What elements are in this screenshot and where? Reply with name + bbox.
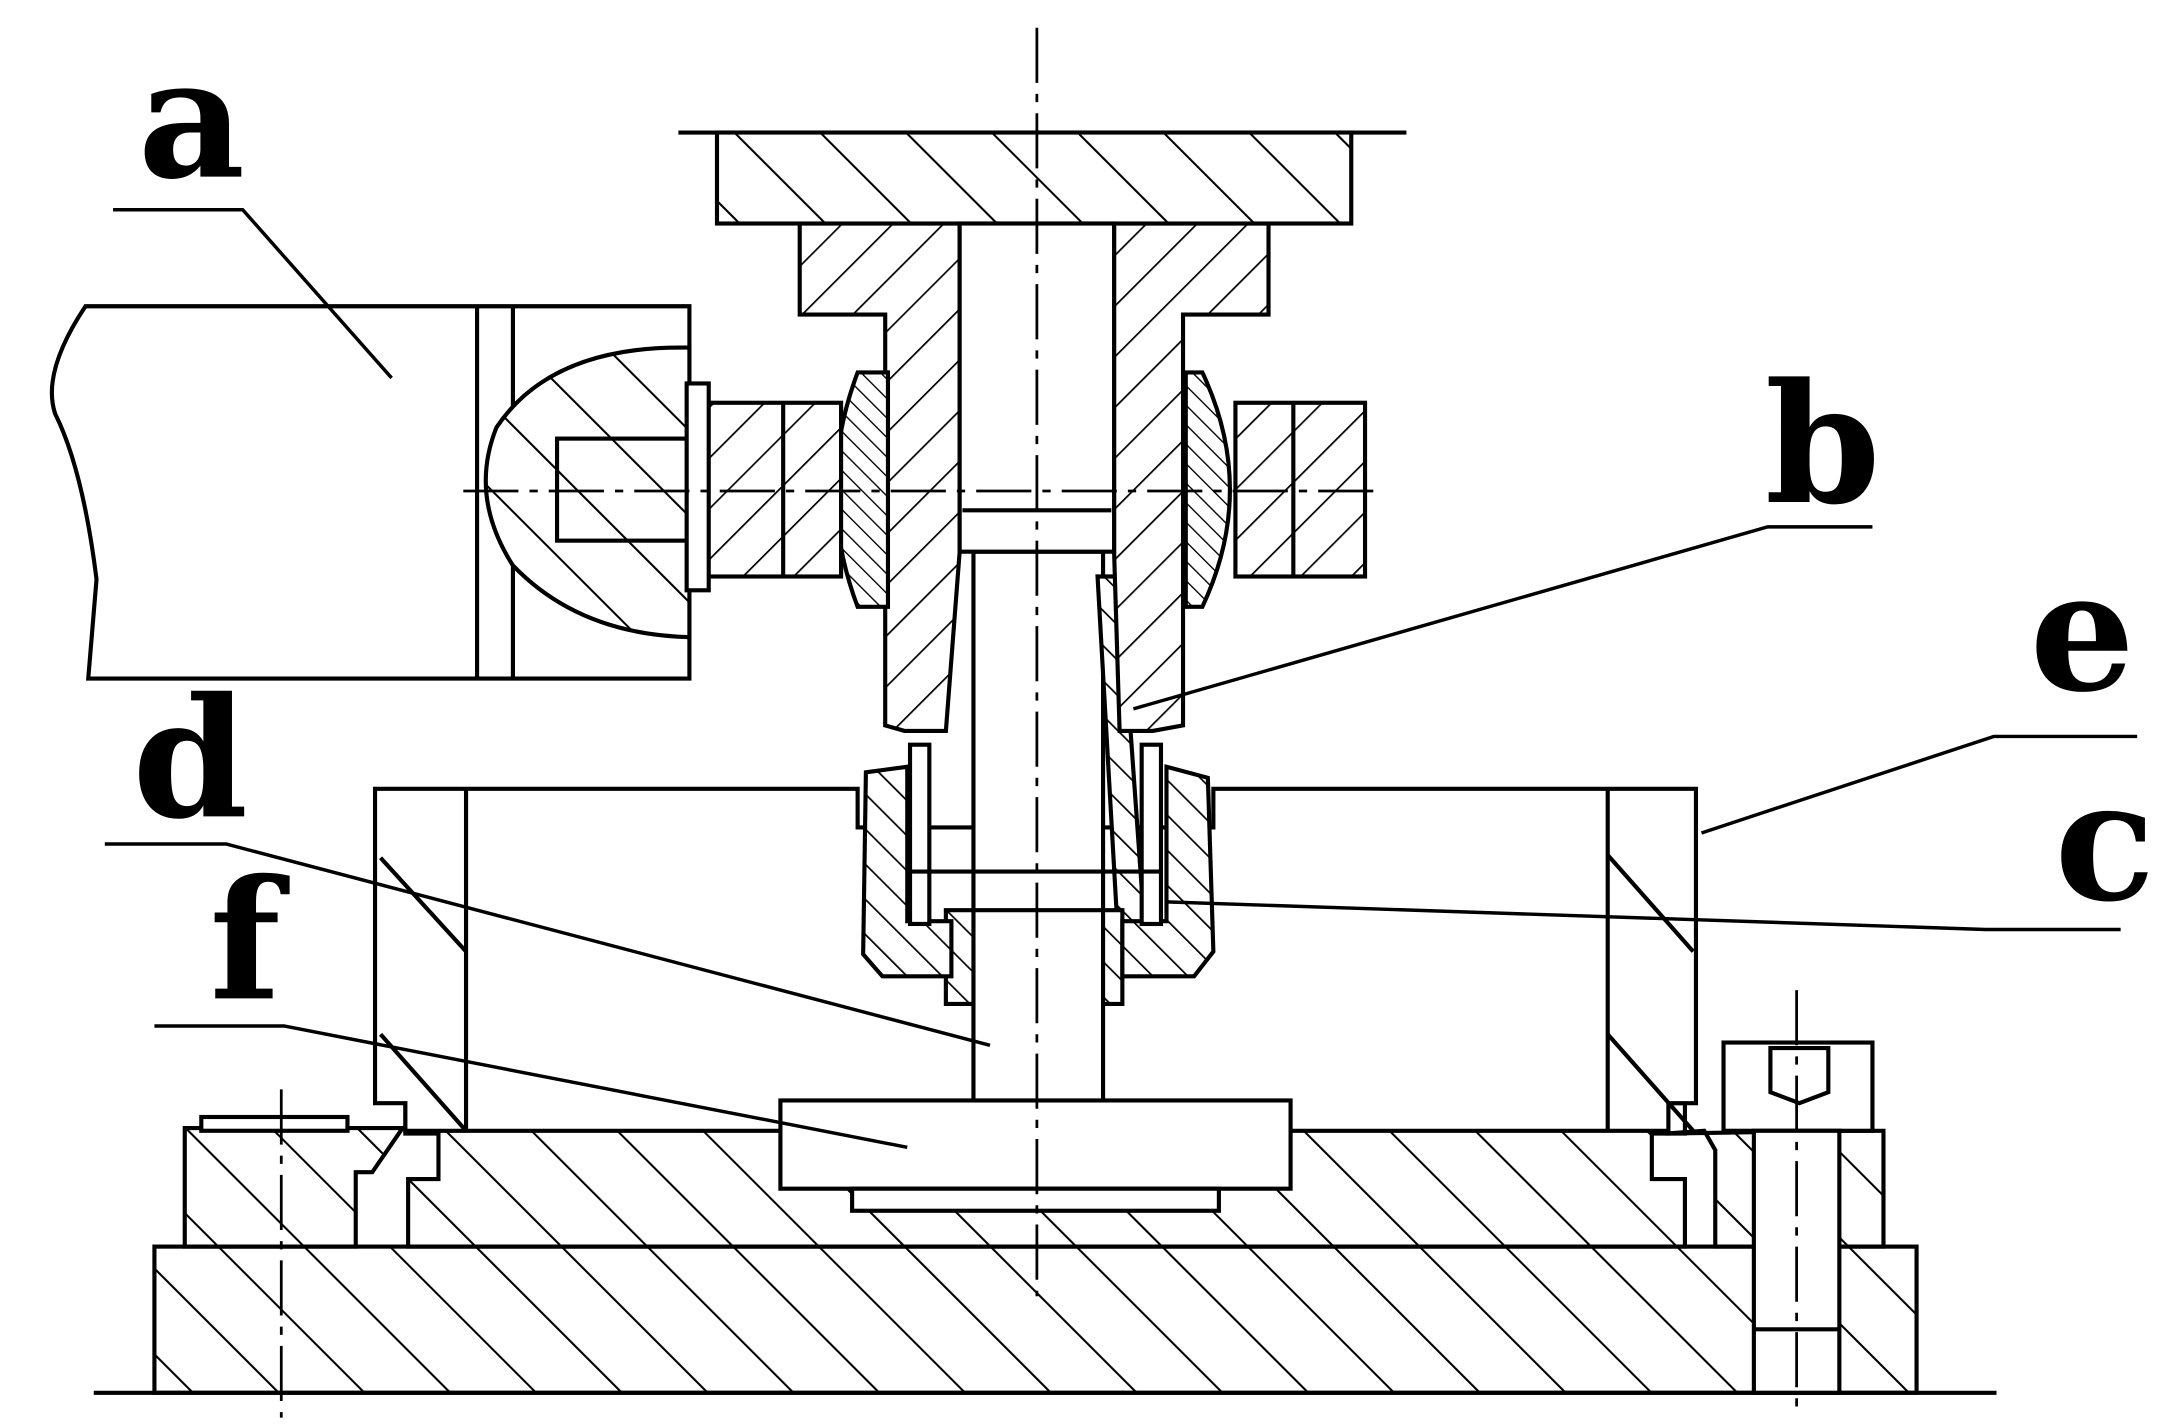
leader-d (104, 842, 991, 1047)
label-d: d (132, 662, 248, 856)
left-clamp-block (182, 1114, 407, 1249)
leader-a (113, 208, 393, 380)
leader-c (1166, 900, 2121, 932)
label-f: f (210, 844, 291, 1038)
part-labels: a b e d c f (132, 23, 2155, 1039)
centre-lines (279, 27, 1798, 1418)
label-b: b (1765, 348, 1881, 542)
base-plate (93, 1244, 1997, 1395)
spherical-washers (833, 370, 1232, 609)
top-cross-plate (678, 130, 1407, 226)
lock-nut-c (861, 742, 1216, 979)
label-a: a (138, 23, 245, 217)
leader-f (154, 1024, 908, 1150)
label-c: c (2054, 745, 2155, 939)
central-holder (797, 221, 1271, 733)
label-e: e (2030, 536, 2135, 730)
leader-e (1700, 734, 2138, 835)
leader-lines (104, 208, 2138, 1150)
leader-b (1132, 525, 1873, 711)
clamp-arm-a (49, 304, 711, 681)
